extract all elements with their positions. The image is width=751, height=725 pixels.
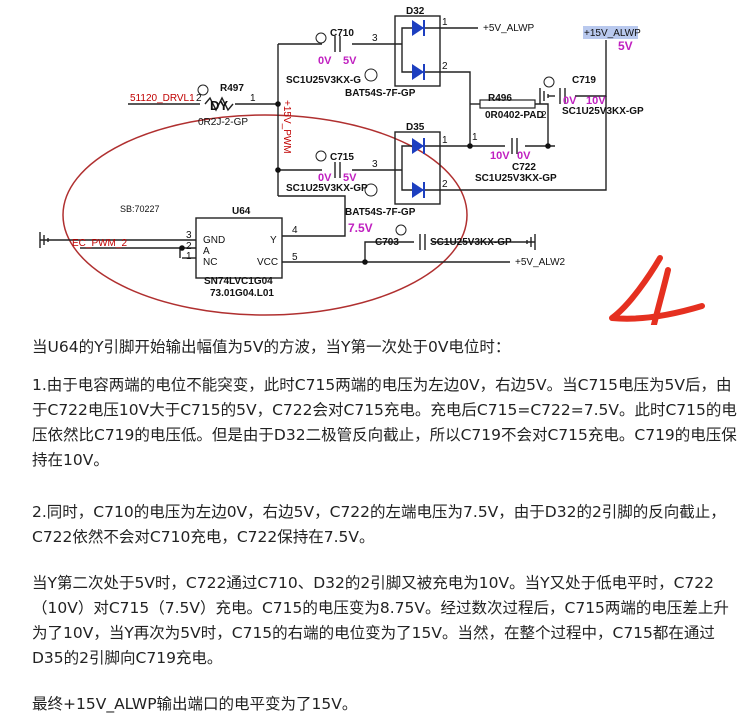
- r497-pin-2: 2: [196, 93, 202, 104]
- charge-pump-schematic: +5V_ALWP +15V_ALWP 51120_DRVL1 EC_PWM_2 …: [39, 6, 705, 325]
- c719-value: SC1U25V3KX-GP: [562, 106, 644, 117]
- net-5v-alwp: +5V_ALWP: [483, 23, 535, 34]
- net-15v-alwp: +15V_ALWP: [584, 28, 641, 39]
- net-ec-pwm: EC_PWM_2: [72, 238, 127, 249]
- u64-pn: 73.01G04.L01: [210, 288, 274, 299]
- r497-resistor: [204, 96, 234, 112]
- d35-pin-1: 1: [442, 135, 448, 146]
- c722-capacitor: [511, 138, 518, 154]
- annot-c719-left: 0V: [563, 95, 577, 107]
- annot-y-node: 7.5V: [348, 221, 373, 235]
- annot-c715-left: 0V: [318, 172, 332, 184]
- annot-c722-right: 0V: [517, 150, 531, 162]
- r496-value: 0R0402-PAD: [485, 110, 544, 121]
- annot-c710-right: 5V: [343, 55, 357, 67]
- c710-value: SC1U25V3KX-G: [286, 75, 361, 86]
- junction-dots: [179, 101, 551, 265]
- u64-pin-num-2: 2: [186, 241, 192, 252]
- u64-pin-num-5: 5: [292, 252, 298, 263]
- r496-pin-1: 1: [472, 132, 478, 143]
- net-5v-alw2: +5V_ALW2: [515, 257, 566, 268]
- annot-5v-top: 5V: [618, 39, 633, 53]
- paragraph-step3: 当Y第二次处于5V时，C722通过C710、D32的2引脚又被充电为10V。当Y…: [32, 574, 729, 667]
- sb-label: SB:70227: [120, 204, 160, 214]
- annot-c719-right: 10V: [586, 95, 606, 107]
- c703-label: C703: [375, 237, 399, 248]
- annot-c722-left: 10V: [490, 150, 510, 162]
- d32-label: D32: [406, 6, 425, 17]
- u64-pin-num-1: 1: [186, 251, 192, 262]
- paragraph-step2: 2.同时，C710的电压为左边0V，右边5V，C722的左端电压为7.5V，由于…: [32, 503, 726, 546]
- d35-label: D35: [406, 122, 425, 133]
- paragraph-conclusion: 最终+15V_ALWP输出端口的电平变为了15V。: [32, 695, 358, 713]
- r497-pin-1: 1: [250, 93, 256, 104]
- bat-a-label: BAT54S-7F-GP: [345, 88, 416, 99]
- u64-pin-a: A: [203, 246, 210, 257]
- c710-label: C710: [330, 28, 354, 39]
- d32-pin-1: 1: [442, 17, 448, 28]
- bat-b-label: BAT54S-7F-GP: [345, 207, 416, 218]
- u64-part: SN74LVC1G04: [204, 276, 273, 287]
- c719-capacitor: [559, 88, 566, 104]
- highlight-ellipse: [62, 114, 468, 316]
- c703-capacitor: [419, 234, 426, 250]
- d32-pin-2: 2: [442, 61, 448, 72]
- u64-pin-num-3: 3: [186, 230, 192, 241]
- u64-pin-gnd: GND: [203, 235, 225, 246]
- d35-pin-3: 3: [372, 159, 378, 170]
- handwritten-four: [609, 255, 705, 325]
- r497-value: 0R2J-2-GP: [198, 117, 248, 128]
- net-15v-pwm: +15V_PWM: [281, 100, 292, 154]
- net-drvl: 51120_DRVL1: [130, 93, 195, 104]
- c722-label: C722: [512, 162, 536, 173]
- u64-chip: [195, 217, 283, 279]
- r496-label: R496: [488, 93, 512, 104]
- u64-pin-num-4: 4: [292, 225, 298, 236]
- ground-symbols: [39, 88, 549, 250]
- annot-c715-right: 5V: [343, 172, 357, 184]
- r497-label: R497: [220, 83, 244, 94]
- u64-pin-y: Y: [270, 235, 277, 246]
- c715-label: C715: [330, 152, 354, 163]
- u64-pin-nc: NC: [203, 257, 217, 268]
- d32-pin-3: 3: [372, 33, 378, 44]
- c710-capacitor: [334, 36, 341, 52]
- c715-capacitor: [334, 162, 341, 178]
- d35-diode-pair: [394, 131, 441, 205]
- c703-value: SC1U25V3KX-GP: [430, 237, 512, 248]
- alwp15-highlight: [583, 26, 638, 39]
- c715-value: SC1U25V3KX-GP: [286, 183, 368, 194]
- annot-c710-left: 0V: [318, 55, 332, 67]
- paragraph-step1: 1.由于电容两端的电位不能突变，此时C715两端的电压为左边0V，右边5V。当C…: [32, 376, 737, 469]
- d35-pin-2: 2: [442, 179, 448, 190]
- u64-pin-vcc: VCC: [257, 257, 278, 268]
- r496-resistor: [479, 99, 536, 109]
- r496-pin-2: 2: [541, 110, 547, 121]
- c719-label: C719: [572, 75, 596, 86]
- u64-label: U64: [232, 206, 251, 217]
- paragraph-intro: 当U64的Y引脚开始输出幅值为5V的方波，当Y第一次处于0V电位时：: [32, 338, 511, 356]
- dy-label: DY: [210, 98, 228, 113]
- c722-value: SC1U25V3KX-GP: [475, 173, 557, 184]
- part-markers: [197, 32, 555, 236]
- d32-diode-pair: [394, 15, 441, 87]
